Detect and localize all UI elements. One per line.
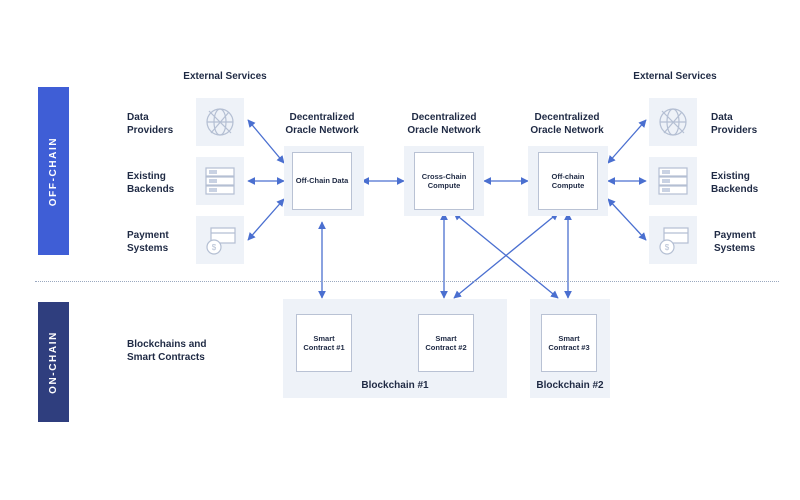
don-heading-2: Decentralized Oracle Network <box>407 112 481 136</box>
arrow-compute-to-payments <box>607 198 647 241</box>
server-rack-icon <box>196 157 244 205</box>
left-payment-systems-label: Payment Systems <box>127 230 169 254</box>
don-heading-3: Decentralized Oracle Network <box>530 112 604 136</box>
arrow-compute-to-data-providers <box>607 119 647 164</box>
smart-contract-1: Smart Contract #1 <box>296 314 352 372</box>
arrow-payments-left <box>247 198 285 241</box>
off-on-chain-divider <box>35 281 779 282</box>
svg-text:$: $ <box>665 243 670 252</box>
off-chain-data-node: Off-Chain Data <box>292 152 352 210</box>
right-payment-systems-label: Payment Systems <box>714 230 756 254</box>
arrow-data-providers-left <box>247 119 285 164</box>
card-coin-icon: $ <box>649 216 697 264</box>
blockchain-2-label: Blockchain #2 <box>536 380 604 391</box>
left-existing-backends-label: Existing Backends <box>127 171 175 195</box>
don-heading-1: Decentralized Oracle Network <box>285 112 359 136</box>
svg-text:$: $ <box>212 243 217 252</box>
cross-chain-compute-node: Cross-Chain Compute <box>414 152 474 210</box>
left-data-providers-label: Data Providers <box>127 112 174 136</box>
on-chain-band-label: ON-CHAIN <box>48 330 60 394</box>
blockchain-1-label: Blockchain #1 <box>361 380 429 391</box>
globe-network-icon <box>196 98 244 146</box>
external-services-heading-left: External Services <box>183 71 267 82</box>
on-chain-band: ON-CHAIN <box>38 302 69 422</box>
card-coin-icon: $ <box>196 216 244 264</box>
external-services-heading-right: External Services <box>633 71 717 82</box>
off-chain-compute-node: Off-chain Compute <box>538 152 598 210</box>
blockchains-smart-contracts-label: Blockchains and Smart Contracts <box>127 339 207 363</box>
globe-network-icon <box>649 98 697 146</box>
smart-contract-3: Smart Contract #3 <box>541 314 597 372</box>
arrow-compute-to-contract-2 <box>453 212 559 299</box>
off-chain-band: OFF-CHAIN <box>38 87 69 255</box>
right-data-providers-label: Data Providers <box>711 112 758 136</box>
right-existing-backends-label: Existing Backends <box>711 171 759 195</box>
smart-contract-2: Smart Contract #2 <box>418 314 474 372</box>
server-rack-icon <box>649 157 697 205</box>
off-chain-band-label: OFF-CHAIN <box>48 136 60 206</box>
